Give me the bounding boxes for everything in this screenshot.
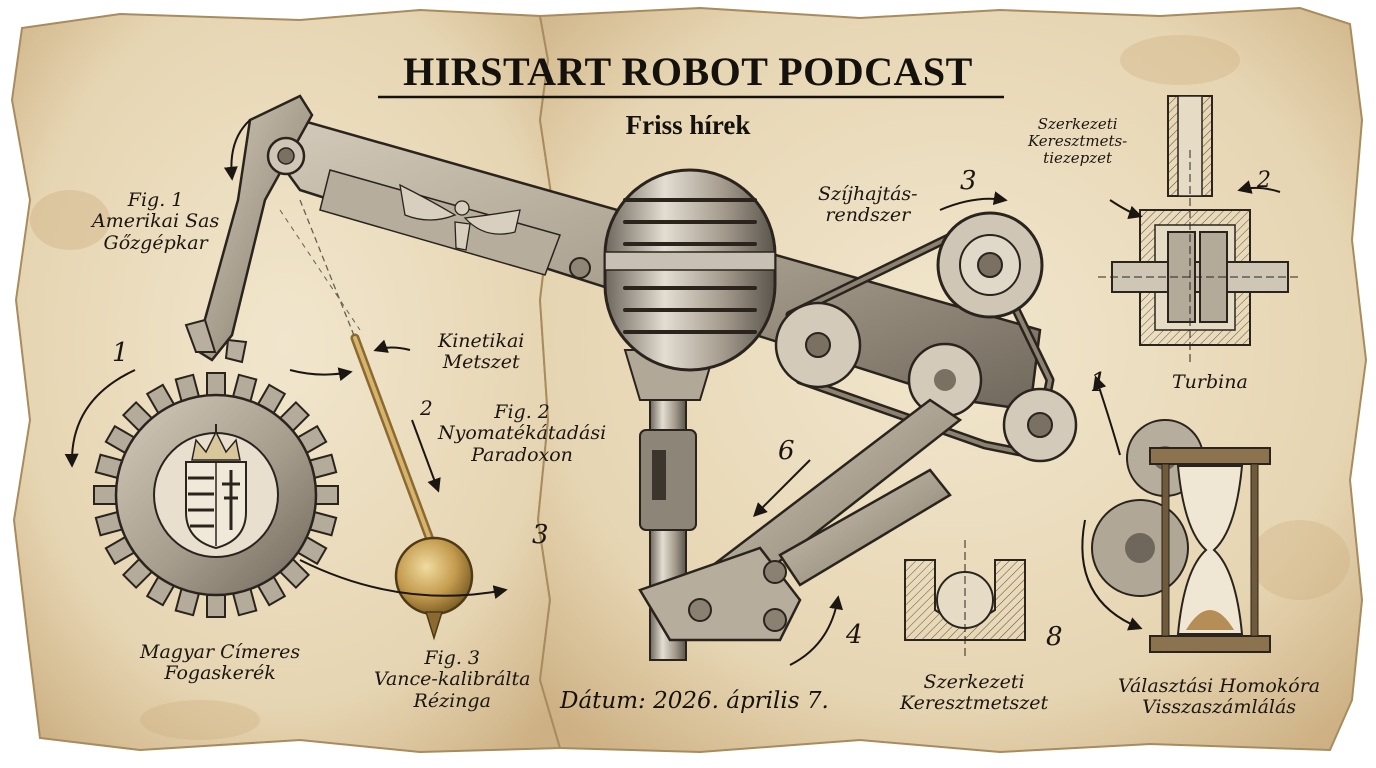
label-belt-drive: Szíjhajtás- rendszer	[818, 183, 918, 227]
label-fig1-eagle-arm: Fig. 1 Amerikai Sas Gőzgépkar	[92, 189, 220, 254]
label-line: Fogaskerék	[164, 662, 276, 685]
page-title: HIRSTART ROBOT PODCAST	[403, 49, 973, 94]
label-turbine: Turbina	[1172, 371, 1248, 393]
number-4: 4	[846, 620, 863, 650]
hourglass-icon	[1149, 447, 1271, 653]
label-line: Metszet	[442, 351, 520, 374]
coat-of-arms-gear	[93, 372, 339, 618]
number-3-pendulum: 3	[532, 520, 549, 550]
number-6: 6	[778, 436, 795, 466]
number-2-turbine: 2	[1257, 168, 1271, 193]
label-line: Rézinga	[413, 689, 491, 712]
number-1-right: 1	[1090, 368, 1107, 398]
label-line: Keresztmets-	[1028, 131, 1128, 150]
label-line: Turbina	[1172, 371, 1248, 393]
label-line: Kinetikai	[438, 330, 525, 352]
label-line: Paradoxon	[471, 443, 573, 466]
hourglass-with-gears	[1091, 419, 1271, 653]
label-line: tiezepzet	[1043, 148, 1113, 167]
label-line: Szíjhajtás-	[818, 183, 918, 205]
label-fig3-pendulum: Fig. 3 Vance-kalibrálta Rézinga	[374, 647, 531, 712]
label-line: Visszaszámlálás	[1142, 696, 1297, 719]
label-section-bottom: Szerkezeti Keresztmetszet	[900, 671, 1049, 715]
label-line: Szerkezeti	[923, 671, 1025, 693]
label-line: rendszer	[825, 204, 911, 227]
number-1-left: 1	[112, 338, 129, 368]
belt-drive-system	[638, 211, 1078, 642]
label-line: Keresztmetszet	[900, 692, 1049, 715]
label-line: Fig. 1	[127, 189, 184, 211]
label-section-top: Szerkezeti Keresztmets- tiezepzet	[1028, 116, 1127, 166]
number-8: 8	[1046, 622, 1063, 652]
label-coat-of-arms-gear: Magyar Címeres Fogaskerék	[140, 641, 301, 685]
label-line: Gőzgépkar	[103, 231, 208, 254]
motion-arrows	[64, 119, 1281, 666]
label-line: Nyomatékátadási	[438, 422, 607, 445]
number-3-belt: 3	[960, 166, 977, 196]
number-2-pendulum: 2	[420, 396, 433, 420]
podcast-date: Dátum: 2026. április 7.	[560, 688, 829, 714]
label-line: Vance-kalibrálta	[374, 668, 531, 691]
label-hourglass: Választási Homokóra Visszaszámlálás	[1118, 675, 1321, 719]
label-fig2-torque: Fig. 2 Nyomatékátadási Paradoxon	[438, 401, 607, 466]
page-subtitle: Friss hírek	[625, 110, 751, 140]
label-line: Fig. 3	[424, 647, 481, 669]
structural-cross-section	[904, 540, 1026, 660]
label-line: Amerikai Sas	[92, 210, 220, 233]
label-kinetic-section: Kinetikai Metszet	[438, 330, 525, 374]
label-line: Szerkezeti	[1037, 115, 1118, 133]
turbine-cross-section	[1098, 95, 1300, 365]
hungarian-coat-of-arms-icon	[185, 424, 247, 550]
crank-lever	[184, 94, 314, 364]
label-line: Választási Homokóra	[1118, 675, 1321, 697]
label-line: Fig. 2	[494, 401, 550, 423]
eagle-emblem-icon	[399, 183, 521, 251]
label-line: Magyar Címeres	[140, 641, 301, 663]
